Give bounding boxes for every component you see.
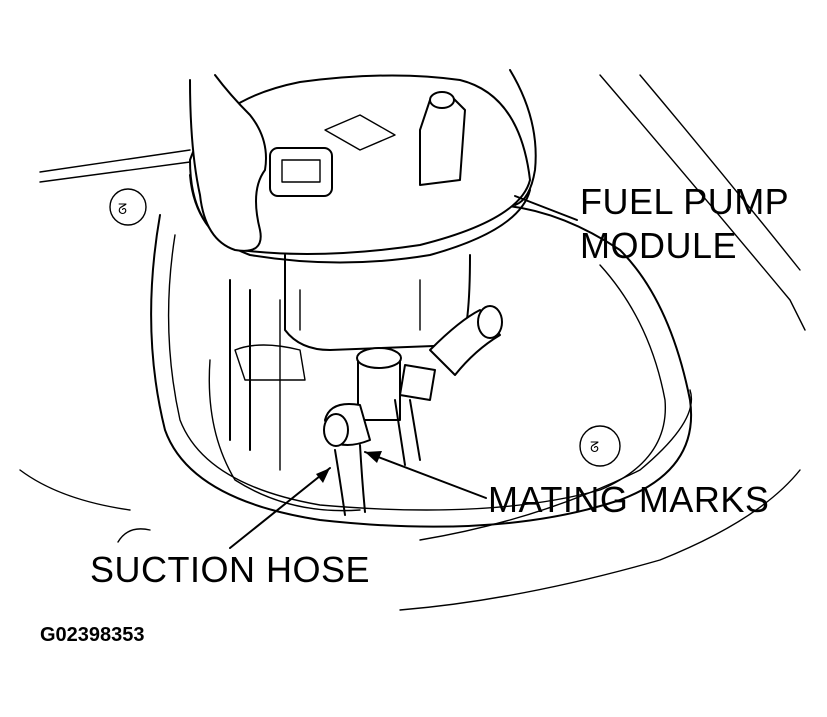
svg-text:ᘔ: ᘔ: [590, 441, 599, 456]
hands: [189, 69, 537, 252]
leader-lines: [229, 195, 578, 549]
label-mating-marks: MATING MARKS: [488, 479, 770, 520]
figure-id: G02398353: [40, 624, 145, 646]
label-fuel-pump-line1: FUEL PUMP: [580, 181, 790, 222]
service-hole: [150, 204, 693, 528]
label-suction-hose: SUCTION HOSE: [90, 549, 371, 590]
bolt-symbols: ᘔ ᘔ: [109, 188, 621, 543]
svg-text:ᘔ: ᘔ: [118, 203, 127, 218]
pump-module: [189, 74, 531, 516]
label-fuel-pump-line2: MODULE: [580, 225, 738, 266]
